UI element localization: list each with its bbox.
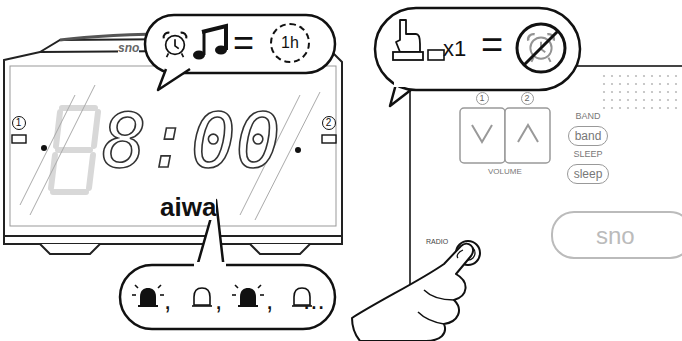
separator: , xyxy=(164,287,171,313)
ellipsis: ... xyxy=(303,287,325,313)
duration-value: 1h xyxy=(281,35,299,51)
sleep-button: SLEEP sleep xyxy=(558,150,618,188)
channel-number: 2 xyxy=(322,116,336,130)
equals-sign: = xyxy=(481,26,503,64)
channel-number: 1 xyxy=(476,92,489,105)
separator: , xyxy=(215,287,222,313)
button-heading: BAND xyxy=(575,112,600,121)
callout-bubble: = 1h xyxy=(145,15,335,73)
button-label: band xyxy=(568,126,609,146)
channel-number: 2 xyxy=(521,92,534,105)
band-button: BAND band xyxy=(558,112,618,150)
channel-number-text: 2 xyxy=(326,118,332,128)
time-display: 8:00 xyxy=(102,104,280,178)
control-label: VOLUME xyxy=(488,168,522,176)
button-label: sleep xyxy=(567,164,610,184)
channel-number: 1 xyxy=(12,116,26,130)
button-fragment: sno xyxy=(596,224,635,248)
equals-sign: = xyxy=(233,25,254,61)
duration-circle: 1h xyxy=(270,23,310,63)
separator: , xyxy=(266,287,273,313)
channel-number-text: 2 xyxy=(525,94,530,103)
brand-logo: aiwa xyxy=(160,194,216,220)
brand-fragment: sno xyxy=(118,42,139,54)
press-count: x1 xyxy=(443,38,466,60)
button-heading: SLEEP xyxy=(573,150,602,159)
callout-bubble: ,,,... xyxy=(120,265,335,329)
channel-number-text: 1 xyxy=(480,94,485,103)
channel-number-text: 1 xyxy=(16,118,22,128)
control-label: RADIO xyxy=(426,238,448,245)
callout-bubble: x1 = xyxy=(375,8,580,90)
